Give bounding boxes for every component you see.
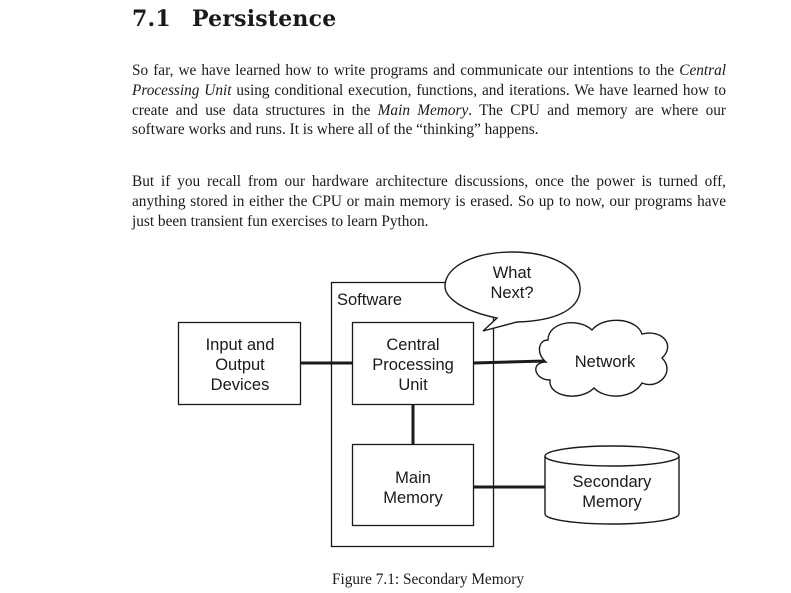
software-box <box>330 281 495 548</box>
thought-bubble <box>444 251 581 332</box>
section-heading: 7.1 Persistence <box>132 6 336 32</box>
main-memory-label-line-2: Memory <box>383 489 443 507</box>
secondary-memory-label-line-2: Memory <box>582 493 642 511</box>
section-title: Persistence <box>192 6 337 32</box>
secondary-memory-label-line-1: Secondary <box>573 473 653 491</box>
bubble-line-1: What <box>493 264 532 282</box>
cpu-label-line-3: Unit <box>398 376 428 394</box>
term-main-memory: Main Memory <box>377 101 469 119</box>
network-label: Network <box>575 353 636 371</box>
paragraph-intro: So far, we have learned how to write pro… <box>132 61 726 140</box>
cpu-label-line-2: Processing <box>372 356 454 374</box>
paragraph-power-off: But if you recall from our hardware arch… <box>132 173 726 230</box>
paragraph-intro-text-3: . The CPU and memory are where our softw… <box>132 101 726 139</box>
cpu-box <box>351 321 475 406</box>
paragraph-intro-text-1: So far, we have learned how to write pro… <box>132 62 680 79</box>
term-central-processing-unit: Central Processing Unit <box>132 62 726 99</box>
io-label-line-1: Input and <box>206 336 275 354</box>
main-memory-box <box>351 443 475 527</box>
io-label-line-3: Devices <box>211 376 270 394</box>
main-memory-label-line-1: Main <box>395 469 431 487</box>
paragraph-intro-text-2: using conditional execution, functions, … <box>132 81 726 119</box>
io-label-line-2: Output <box>215 356 265 374</box>
cpu-label-line-1: Central <box>386 336 439 354</box>
figure-caption: Figure 7.1: Secondary Memory <box>331 571 525 588</box>
secondary-memory-cylinder <box>544 445 680 525</box>
network-cloud <box>535 319 669 397</box>
bubble-line-2: Next? <box>490 284 533 302</box>
section-number: 7.1 <box>132 6 171 32</box>
cpu-network-connector <box>473 359 546 365</box>
software-label: Software <box>337 291 402 309</box>
